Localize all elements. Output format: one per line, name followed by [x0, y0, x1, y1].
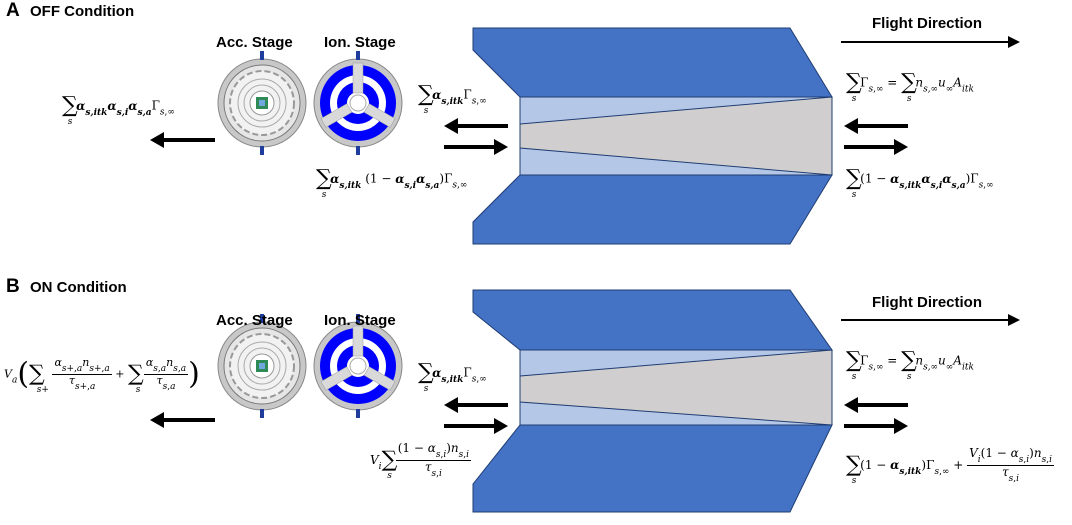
- flight-direction-label: Flight Direction: [872, 294, 982, 311]
- ion-stage-label: Ion. Stage: [324, 312, 396, 329]
- arrow-right-icon: [844, 139, 908, 155]
- intake-lower-wall: [472, 424, 833, 513]
- equation-outflow-flux: ∑s (1 − αs,itkαs,iαs,a)Γs,∞: [846, 166, 994, 200]
- arrow-right-icon: [844, 418, 908, 434]
- panel-letter: A: [6, 0, 20, 21]
- intake-cone: [519, 96, 833, 176]
- ion-stage-label: Ion. Stage: [324, 34, 396, 51]
- arrow-right-icon: [444, 418, 508, 434]
- arrow-left-icon: [444, 118, 508, 134]
- diagram-canvas: [150, 27, 1020, 245]
- arrow-left-icon: [150, 412, 215, 428]
- arrow-left-icon: [844, 118, 908, 134]
- intake-cone: [519, 349, 833, 426]
- panel-title: OFF Condition: [30, 3, 135, 20]
- accelerator-stage-icon: [217, 314, 307, 418]
- panel-on-condition: B ON Condition Acc. Stage Ion. Stage Fli…: [0, 262, 1072, 524]
- ionization-stage-icon: [313, 51, 403, 155]
- equation-reflected-flux: ∑s αs,itkΓs,∞: [418, 82, 487, 116]
- acc-stage-label: Acc. Stage: [216, 34, 293, 51]
- equation-reflected-flux: ∑s αs,itkΓs,∞: [418, 360, 487, 394]
- arrow-left-icon: [444, 397, 508, 413]
- equation-transmitted-flux: ∑s αs,itk (1 − αs,iαs,a)Γs,∞: [316, 166, 468, 200]
- diagram-canvas: [150, 289, 1020, 513]
- intake-upper-wall: [472, 27, 833, 98]
- equation-acc-outflow: ∑s αs,itkαs,iαs,aΓs,∞: [62, 93, 175, 127]
- arrow-right-icon: [444, 139, 508, 155]
- equation-inflow-flux: ∑s Γs,∞ = ∑s ns,∞u∞Aitk: [846, 70, 974, 104]
- flight-direction-arrow: [841, 36, 1020, 48]
- ionization-stage-icon: [313, 314, 403, 418]
- arrow-left-icon: [150, 132, 215, 148]
- panel-off-condition: A OFF Condition Acc. Stage Ion. Stage Fl…: [0, 0, 1072, 262]
- panel-letter: B: [6, 276, 20, 297]
- accelerator-stage-icon: [217, 51, 307, 155]
- intake-lower-wall: [472, 174, 833, 245]
- panel-title: ON Condition: [30, 279, 127, 296]
- flight-direction-label: Flight Direction: [872, 15, 982, 32]
- equation-inflow-flux: ∑s Γs,∞ = ∑s ns,∞u∞Aitk: [846, 348, 974, 382]
- intake-upper-wall: [472, 289, 833, 351]
- flight-direction-arrow: [841, 314, 1020, 326]
- acc-stage-label: Acc. Stage: [216, 312, 293, 329]
- arrow-left-icon: [844, 397, 908, 413]
